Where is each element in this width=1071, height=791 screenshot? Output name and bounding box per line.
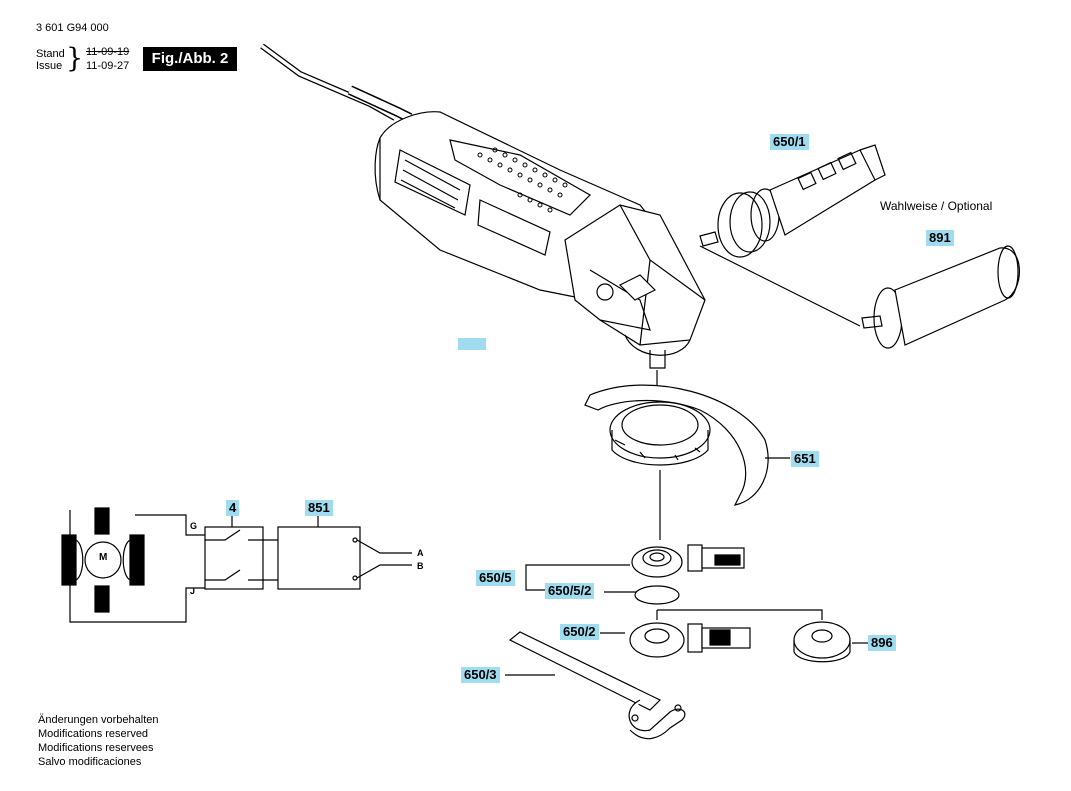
clamping-nut-896 [793, 621, 851, 663]
document-number: 3 601 G94 000 [36, 22, 109, 34]
wire-label-b: B [417, 561, 424, 571]
wrench-650-3 [508, 631, 686, 740]
note-en: Modifications reserved [38, 728, 149, 740]
callout-650-1: 650/1 [770, 134, 809, 150]
footer-notes: Änderungen vorbehalten Modifications res… [38, 713, 158, 769]
auxiliary-handle-650-1 [699, 144, 886, 258]
issue-label: Issue [36, 60, 63, 72]
callout-891: 891 [926, 230, 954, 246]
callout-851: 851 [305, 500, 333, 516]
note-fr: Modifications reservees [38, 742, 154, 754]
figure-badge: Fig./Abb. 2 [143, 47, 237, 71]
wiring-diagram [61, 507, 412, 623]
wire-label-g: G [190, 521, 198, 531]
wheel-guard-651 [584, 384, 769, 506]
empty-callout-marker [458, 338, 486, 350]
handle-leader-line [699, 245, 861, 327]
angle-grinder-body [374, 111, 706, 369]
optional-note: Wahlweise / Optional [880, 199, 993, 213]
auxiliary-handle-891 [861, 245, 1020, 349]
o-ring-650-5-2 [634, 585, 680, 605]
issue-date: 11-09-27 [86, 60, 130, 72]
callout-650-3: 650/3 [461, 667, 500, 683]
flange-650-5 [631, 544, 745, 578]
callout-651: 651 [791, 451, 819, 467]
callout-650-5-2: 650/5/2 [545, 583, 595, 599]
wire-label-j: J [190, 586, 196, 596]
callout-896: 896 [868, 635, 896, 651]
note-es: Salvo modificaciones [38, 756, 142, 768]
motor-label: M [99, 552, 108, 563]
note-de: Änderungen vorbehalten [38, 714, 159, 726]
brace-glyph: } [66, 43, 84, 74]
callout-4: 4 [226, 500, 240, 516]
flange-650-2 [629, 622, 751, 658]
callout-650-5: 650/5 [476, 570, 515, 586]
stand-date: 11-09-19 [86, 46, 130, 58]
callout-650-2: 650/2 [560, 624, 599, 640]
stand-label: Stand [36, 48, 65, 60]
wire-label-a: A [417, 548, 424, 558]
